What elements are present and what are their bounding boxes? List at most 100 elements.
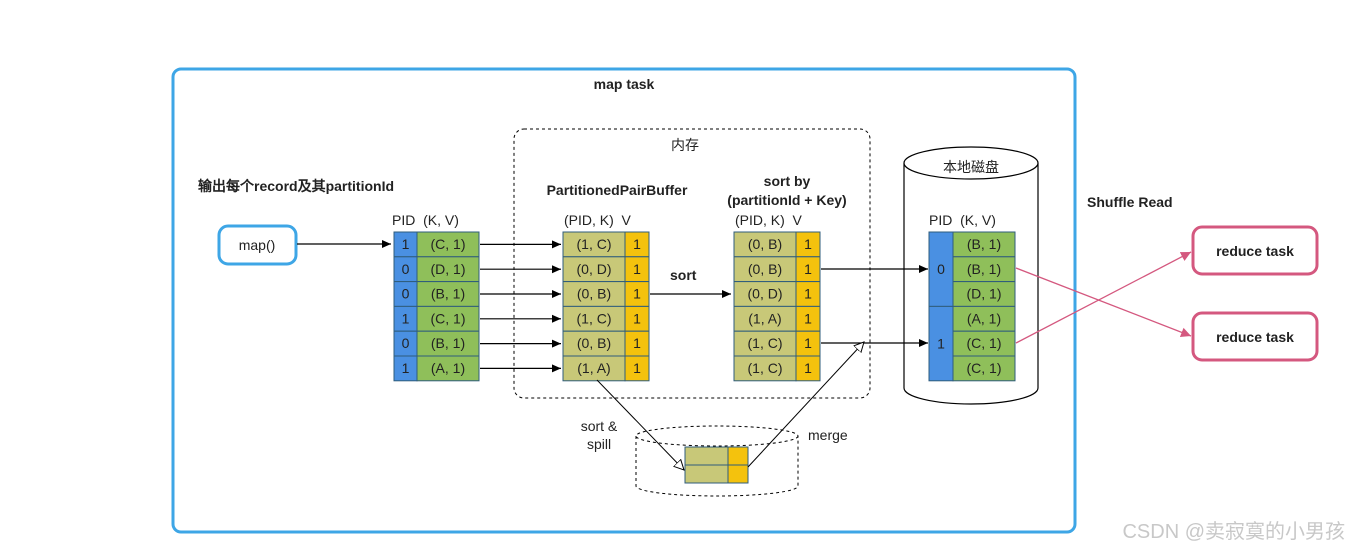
reduce-task-1-label: reduce task: [1216, 243, 1294, 259]
disk-kv-cell: [952, 355, 1016, 382]
sorted-v-text: 1: [804, 360, 812, 376]
sorted-pk-cell: [733, 355, 797, 382]
input-header: PID (K, V): [392, 212, 459, 228]
disk-header: PID (K, V): [929, 212, 996, 228]
sorted-v-cell: [795, 330, 821, 357]
input-kv-text: (B, 1): [431, 335, 465, 351]
disk-kv-text: (A, 1): [967, 310, 1001, 326]
buffer-v-cell: [624, 330, 650, 357]
sorted-pk-text: (1, A): [748, 310, 781, 326]
input-kv-text: (B, 1): [431, 286, 465, 302]
input-pid-text: 0: [402, 335, 410, 351]
memory-label: 内存: [671, 137, 699, 153]
sorted-v-cell: [795, 256, 821, 283]
sorted-v-cell: [795, 355, 821, 382]
buffer-v-text: 1: [633, 310, 641, 326]
input-kv-text: (C, 1): [431, 236, 466, 252]
output-label: 输出每个record及其partitionId: [198, 178, 394, 194]
shuffle-read-label: Shuffle Read: [1087, 194, 1173, 210]
sorted-pk-text: (1, C): [748, 360, 783, 376]
map-button-label: map(): [239, 237, 276, 253]
sort-spill-label-line1: sort &: [581, 418, 618, 434]
sort-spill-arrow: [596, 379, 684, 470]
buffer-v-cell: [624, 231, 650, 258]
sorted-pk-cell: [733, 330, 797, 357]
spill-pk-cell-bottom: [684, 464, 729, 484]
csdn-watermark: CSDN @卖寂寞的小男孩: [1122, 520, 1345, 543]
map-button[interactable]: [217, 224, 298, 266]
sort-label: sort: [670, 267, 697, 283]
buffer-label: PartitionedPairBuffer: [547, 182, 688, 198]
sortby-label-line2: (partitionId + Key): [727, 192, 846, 208]
sorted-v-text: 1: [804, 286, 812, 302]
sorted-v-text: 1: [804, 310, 812, 326]
buffer-pk-text: (0, D): [577, 261, 612, 277]
sorted-pk-text: (0, B): [748, 236, 782, 252]
buffer-pk-cell: [562, 330, 626, 357]
input-pid-text: 1: [402, 236, 410, 252]
map-task-label: map task: [594, 76, 655, 92]
buffer-v-cell: [624, 355, 650, 382]
disk-kv-cell: [952, 231, 1016, 258]
input-kv-text: (D, 1): [431, 261, 466, 277]
sorted-v-text: 1: [804, 335, 812, 351]
buffer-header: (PID, K) V: [564, 212, 632, 228]
spill-v-cell-top: [727, 446, 749, 466]
shuffle-arrow-0: [1015, 267, 1192, 338]
input-kv-cell: [416, 355, 480, 382]
buffer-pk-text: (1, A): [577, 360, 610, 376]
disk-kv-cell: [952, 256, 1016, 283]
input-kv-cell: [416, 305, 480, 332]
buffer-v-cell: [624, 305, 650, 332]
map-task-frame: [171, 67, 1077, 534]
input-pid-text: 1: [402, 360, 410, 376]
disk-kv-text: (C, 1): [967, 360, 1002, 376]
sorted-header: (PID, K) V: [735, 212, 803, 228]
buffer-v-text: 1: [633, 335, 641, 351]
merge-arrow: [747, 342, 864, 468]
input-kv-text: (A, 1): [431, 360, 465, 376]
input-kv-cell: [416, 256, 480, 283]
sort-spill-label-line2: spill: [587, 436, 611, 452]
buffer-v-text: 1: [633, 360, 641, 376]
spill-pk-cell-top: [684, 446, 729, 466]
buffer-pk-text: (0, B): [577, 335, 611, 351]
memory-region: [513, 128, 871, 399]
input-pid-text: 1: [402, 310, 410, 326]
input-kv-text: (C, 1): [431, 310, 466, 326]
buffer-pk-text: (0, B): [577, 286, 611, 302]
sorted-v-text: 1: [804, 261, 812, 277]
buffer-pk-text: (1, C): [577, 310, 612, 326]
buffer-v-text: 1: [633, 261, 641, 277]
shuffle-arrow-1: [1015, 251, 1192, 344]
sorted-pk-text: (0, D): [748, 286, 783, 302]
buffer-v-text: 1: [633, 286, 641, 302]
sorted-pk-text: (1, C): [748, 335, 783, 351]
disk-kv-cell: [952, 281, 1016, 307]
spill-v-cell-bottom: [727, 464, 749, 484]
disk-pid-cell: [928, 305, 954, 382]
disk-kv-text: (B, 1): [967, 261, 1001, 277]
sorted-pk-text: (0, B): [748, 261, 782, 277]
reduce-task-1[interactable]: [1191, 225, 1319, 276]
disk-kv-text: (D, 1): [967, 286, 1002, 302]
sorted-v-text: 1: [804, 236, 812, 252]
buffer-pk-cell: [562, 355, 626, 382]
sorted-v-cell: [795, 305, 821, 332]
merge-label: merge: [808, 427, 848, 443]
disk-kv-text: (B, 1): [967, 236, 1001, 252]
disk-label: 本地磁盘: [943, 159, 999, 175]
disk-pid-cell: [928, 231, 954, 307]
reduce-task-2[interactable]: [1191, 311, 1319, 362]
disk-pid-text: 0: [937, 261, 945, 277]
sorted-v-cell: [795, 281, 821, 307]
buffer-pk-cell: [562, 281, 626, 307]
buffer-v-cell: [624, 281, 650, 307]
input-pid-text: 0: [402, 261, 410, 277]
sorted-pk-cell: [733, 256, 797, 283]
disk-kv-text: (C, 1): [967, 335, 1002, 351]
buffer-pk-cell: [562, 305, 626, 332]
sorted-v-cell: [795, 231, 821, 258]
disk-kv-cell: [952, 330, 1016, 357]
